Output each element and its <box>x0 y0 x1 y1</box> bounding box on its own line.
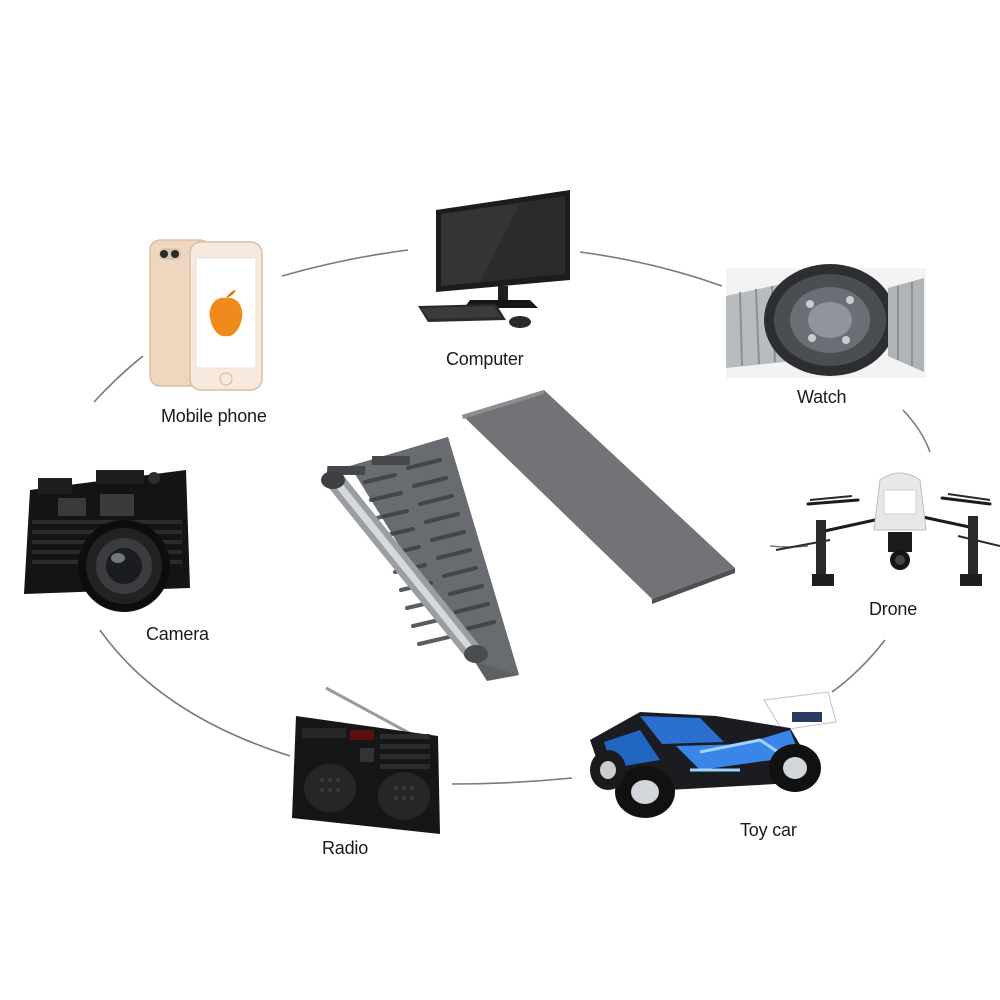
camera-label: Camera <box>146 624 209 644</box>
connector-line <box>902 409 931 453</box>
connector-line <box>831 639 886 693</box>
connector-line <box>451 777 573 785</box>
radio-label: Radio <box>322 838 369 858</box>
connector-line <box>99 629 291 757</box>
computer-label: Computer <box>446 349 524 369</box>
drone-label: Drone <box>869 599 918 619</box>
watch-label: Watch <box>797 387 847 407</box>
toy-car-label: Toy car <box>740 820 797 840</box>
mobile-phone-label: Mobile phone <box>161 406 267 426</box>
connector-line <box>579 251 723 287</box>
connector-line <box>93 355 144 403</box>
connector-line <box>281 249 409 277</box>
